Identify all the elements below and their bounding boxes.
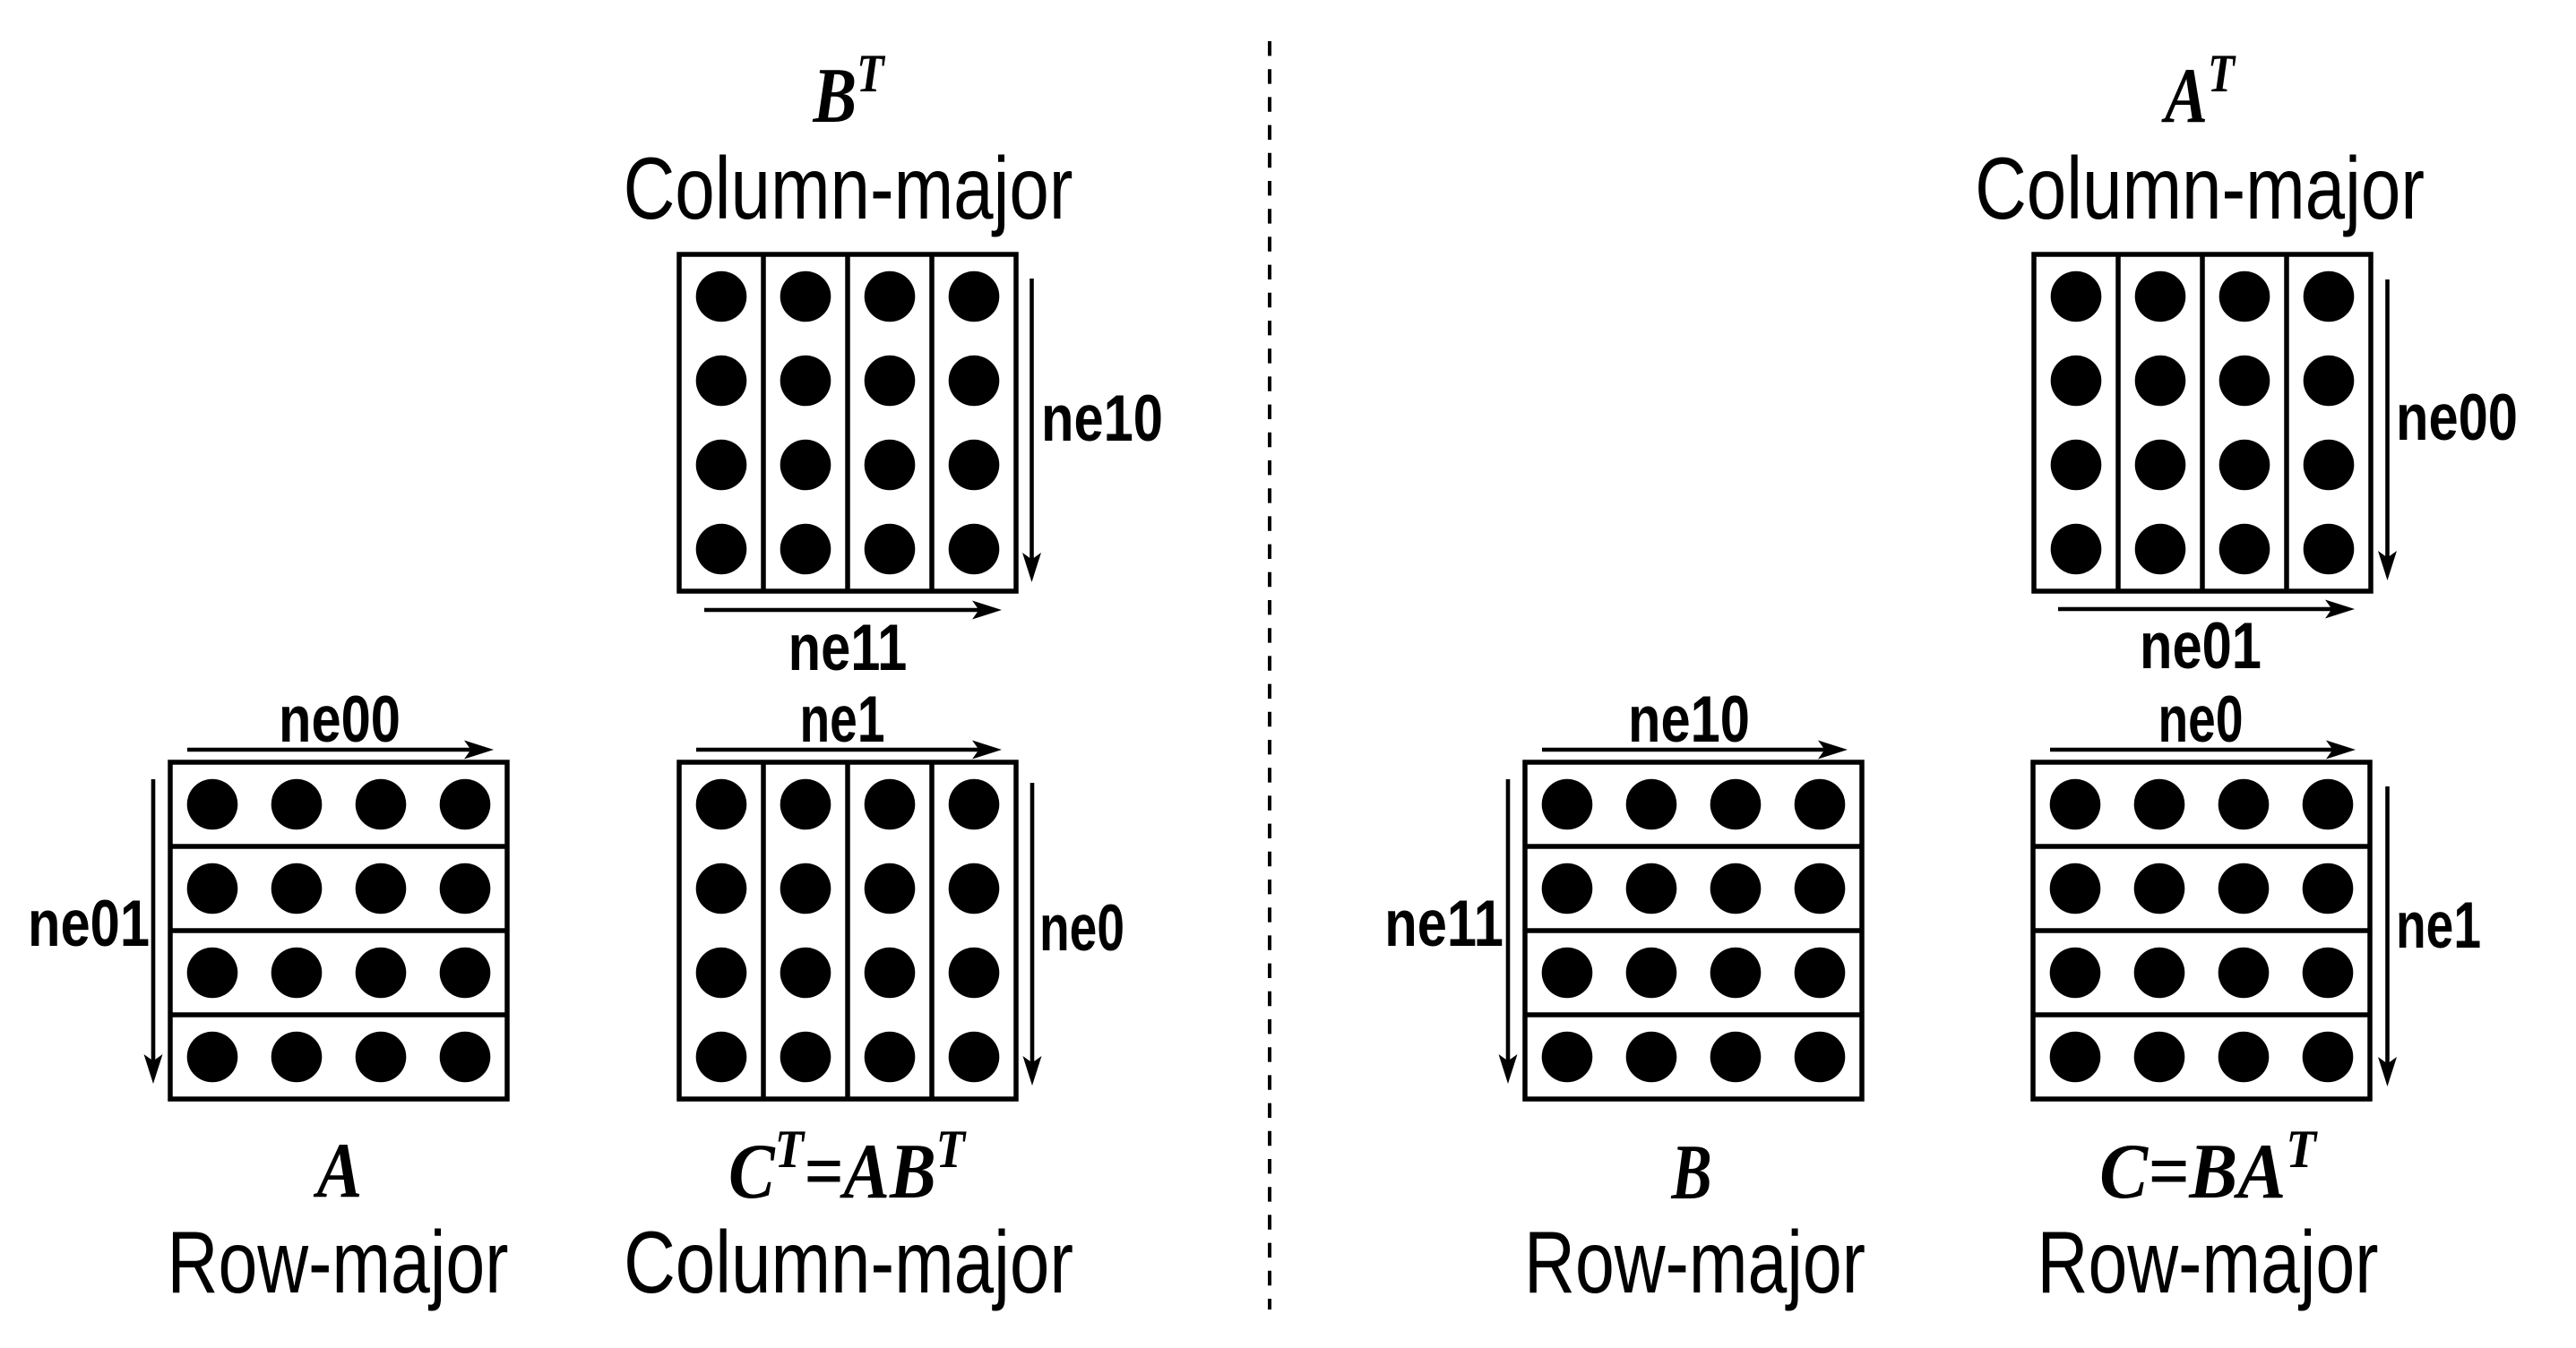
svg-text:Row-major: Row-major: [168, 1214, 509, 1311]
svg-text:ne0: ne0: [2158, 682, 2244, 755]
svg-text:ne11: ne11: [788, 612, 908, 684]
svg-text:C=BAT: C=BAT: [2099, 1120, 2318, 1215]
svg-text:ne00: ne00: [279, 683, 401, 756]
svg-text:Column-major: Column-major: [624, 139, 1073, 237]
svg-text:Row-major: Row-major: [2038, 1214, 2379, 1311]
svg-text:B: B: [1671, 1129, 1712, 1215]
svg-text:ne00: ne00: [2396, 382, 2518, 454]
svg-text:CT=ABT: CT=ABT: [728, 1120, 967, 1215]
svg-text:Row-major: Row-major: [1524, 1214, 1865, 1311]
svg-text:A: A: [313, 1127, 362, 1214]
svg-text:ne11: ne11: [1384, 888, 1503, 960]
svg-text:ne01: ne01: [28, 888, 150, 960]
svg-text:ne1: ne1: [2396, 888, 2481, 961]
svg-text:BT: BT: [812, 44, 885, 140]
svg-text:AT: AT: [2161, 43, 2237, 139]
svg-text:ne1: ne1: [800, 682, 885, 755]
svg-text:Column-major: Column-major: [624, 1213, 1073, 1311]
svg-text:ne10: ne10: [1628, 683, 1750, 756]
svg-text:Column-major: Column-major: [1975, 139, 2425, 237]
svg-text:ne0: ne0: [1039, 890, 1124, 964]
svg-text:ne01: ne01: [2140, 610, 2262, 683]
svg-text:ne10: ne10: [1041, 382, 1163, 455]
